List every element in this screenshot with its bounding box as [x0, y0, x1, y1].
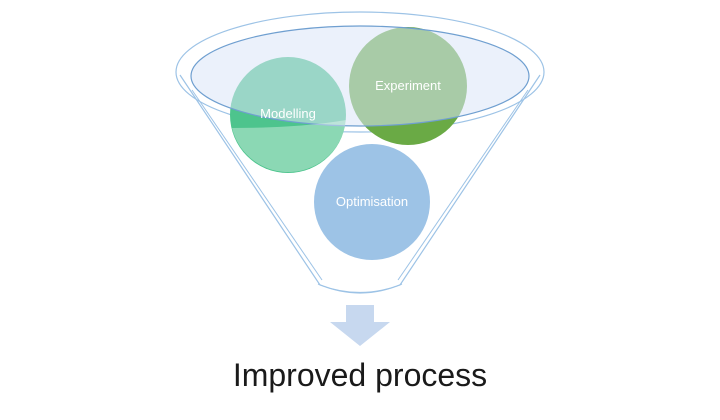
funnel-inner-wall-right — [397, 89, 529, 281]
optimisation-label: Optimisation — [336, 194, 408, 209]
modelling-label: Modelling — [260, 106, 316, 121]
funnel-inner-wall — [191, 89, 323, 281]
down-arrow-icon — [330, 305, 390, 346]
experiment-label: Experiment — [375, 78, 441, 93]
funnel-inner-rim — [190, 25, 530, 127]
funnel-outer-rim — [175, 11, 545, 133]
modelling-circle-lower-overlay — [232, 120, 346, 173]
funnel-spout — [317, 283, 403, 294]
result-text: Improved process — [233, 357, 487, 393]
optimisation-circle — [314, 144, 430, 260]
